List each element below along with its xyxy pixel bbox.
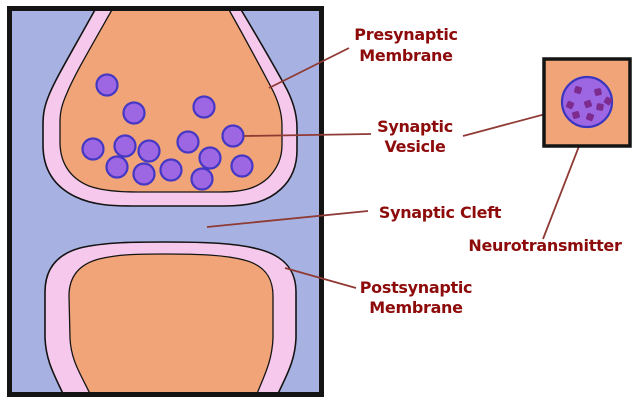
neurotransmitter-molecule bbox=[565, 100, 575, 110]
neurotransmitter-molecule bbox=[603, 96, 613, 106]
label-postsynaptic-membrane: Postsynaptic Membrane bbox=[360, 278, 473, 318]
label-line: Synaptic Cleft bbox=[378, 203, 502, 222]
vesicle bbox=[95, 73, 119, 97]
vesicle bbox=[230, 154, 254, 178]
vesicle bbox=[198, 146, 222, 170]
vesicle bbox=[192, 95, 216, 119]
vesicle bbox=[190, 167, 214, 191]
neurotransmitter-molecule-pointed bbox=[585, 112, 595, 122]
leader-postsynaptic-membrane bbox=[284, 267, 357, 289]
label-synaptic-cleft: Synaptic Cleft bbox=[378, 203, 502, 223]
vesicle bbox=[159, 158, 183, 182]
label-line: Postsynaptic bbox=[359, 278, 473, 297]
leader-synaptic-vesicle-left bbox=[243, 133, 372, 137]
label-line: Membrane bbox=[369, 298, 463, 317]
leader-presynaptic-membrane bbox=[268, 47, 350, 89]
vesicle-inset bbox=[542, 57, 632, 148]
neurotransmitter-molecule bbox=[572, 111, 580, 119]
vesicle bbox=[81, 137, 105, 161]
vesicle bbox=[176, 130, 200, 154]
label-presynaptic-membrane: Presynaptic Membrane bbox=[354, 24, 458, 66]
label-line: Neurotransmitter bbox=[468, 236, 622, 255]
postsynaptic-cytoplasm bbox=[68, 253, 274, 397]
neurotransmitter-molecule bbox=[596, 103, 604, 111]
neurotransmitter-molecule bbox=[583, 99, 593, 109]
label-line: Vesicle bbox=[384, 137, 446, 156]
label-synaptic-vesicle: Synaptic Vesicle bbox=[377, 117, 453, 157]
vesicle bbox=[132, 162, 156, 186]
leader-synaptic-cleft bbox=[206, 210, 369, 228]
label-line: Synaptic bbox=[377, 117, 453, 136]
neurotransmitter-molecule bbox=[594, 88, 602, 96]
neurotransmitter-molecules bbox=[565, 85, 613, 122]
vesicle-pointed bbox=[221, 124, 245, 148]
vesicle bbox=[137, 139, 161, 163]
neurotransmitter-molecule bbox=[573, 85, 583, 95]
vesicle bbox=[122, 101, 146, 125]
label-line: Membrane bbox=[359, 46, 453, 65]
vesicle bbox=[105, 155, 129, 179]
vesicle bbox=[113, 134, 137, 158]
panel-border bbox=[7, 6, 324, 397]
label-line: Presynaptic bbox=[354, 25, 458, 44]
label-neurotransmitter: Neurotransmitter bbox=[468, 236, 621, 256]
synaptic-vesicles bbox=[81, 73, 254, 191]
